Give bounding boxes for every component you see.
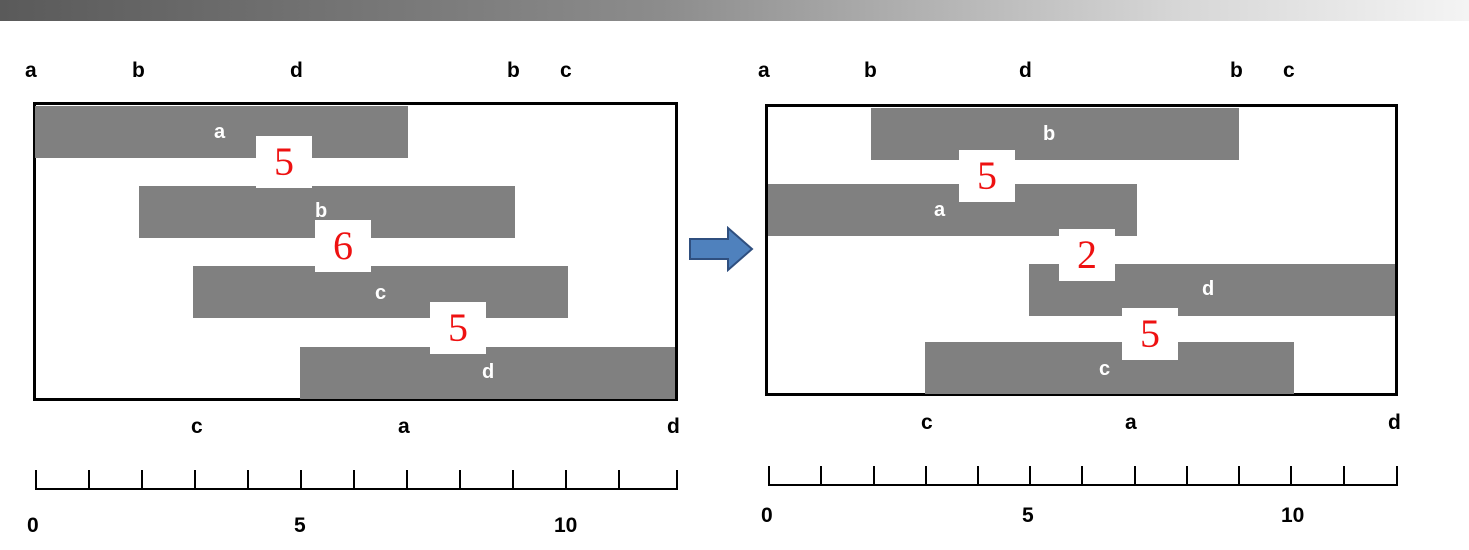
track-label: b — [1043, 123, 1056, 145]
top-pin: a — [25, 59, 37, 82]
top-pin: b — [1230, 59, 1243, 82]
track-net-a — [768, 184, 1137, 236]
top-pin: d — [290, 59, 303, 82]
top-pin: c — [1283, 59, 1295, 82]
density-value: 5 — [256, 136, 312, 188]
density-value: 6 — [315, 220, 371, 272]
track-net-c — [193, 266, 568, 318]
track-label: c — [375, 282, 387, 304]
track-label: c — [1099, 358, 1111, 380]
track-net-d — [300, 347, 675, 399]
ruler-label: 5 — [294, 514, 306, 537]
bottom-pin: d — [667, 415, 680, 438]
density-value: 5 — [1122, 308, 1178, 360]
density-value: 5 — [959, 150, 1015, 202]
top-pin: a — [758, 59, 770, 82]
top-pin: b — [864, 59, 877, 82]
ruler-label: 10 — [554, 514, 578, 537]
ruler-label: 0 — [761, 504, 773, 527]
header-gradient-bar — [0, 0, 1469, 21]
right-arrow-icon — [689, 226, 754, 272]
density-value: 2 — [1059, 229, 1115, 281]
position-ruler — [35, 470, 678, 490]
bottom-pin: c — [921, 411, 933, 434]
bottom-pin: c — [191, 415, 203, 438]
position-ruler — [768, 466, 1398, 486]
ruler-label: 0 — [27, 514, 39, 537]
track-net-a — [35, 106, 408, 158]
top-pin: d — [1019, 59, 1032, 82]
top-pin: b — [507, 59, 520, 82]
bottom-pin: a — [1125, 411, 1137, 434]
track-net-c — [925, 342, 1294, 394]
track-label: a — [214, 121, 226, 143]
track-net-b — [871, 108, 1239, 160]
density-value: 5 — [430, 302, 486, 354]
ruler-label: 5 — [1022, 504, 1034, 527]
track-label: d — [482, 361, 495, 383]
bottom-pin: d — [1388, 411, 1401, 434]
bottom-pin: a — [398, 415, 410, 438]
ruler-label: 10 — [1281, 504, 1305, 527]
track-label: a — [934, 199, 946, 221]
top-pin: b — [132, 59, 145, 82]
top-pin: c — [560, 59, 572, 82]
track-label: d — [1202, 278, 1215, 300]
track-label: b — [315, 200, 328, 222]
